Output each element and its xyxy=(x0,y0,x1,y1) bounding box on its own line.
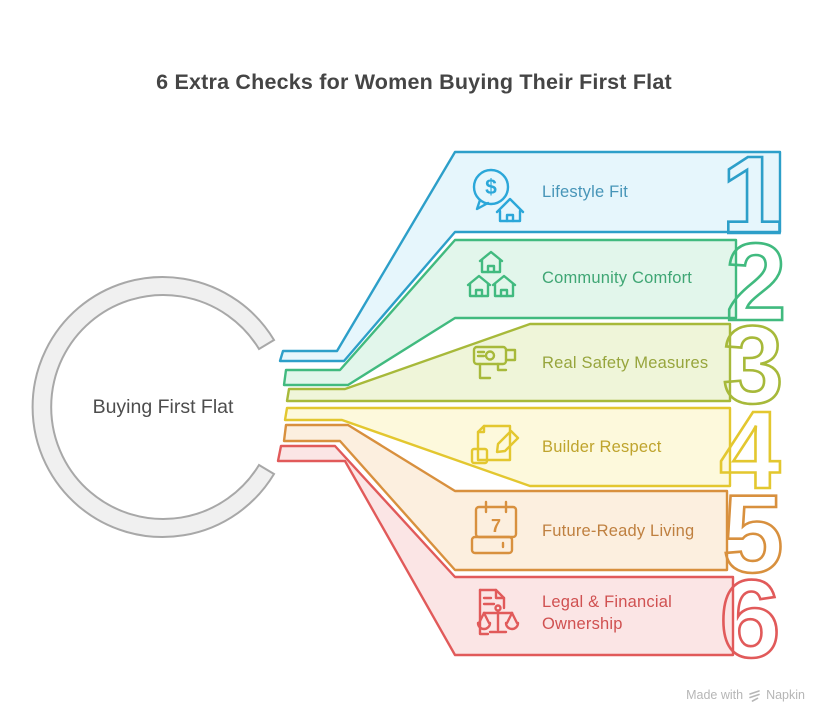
branch-label: Community Comfort xyxy=(542,269,692,287)
svg-text:7: 7 xyxy=(491,516,501,536)
dollar-chat-house-icon: $ xyxy=(472,168,525,223)
branch-label: Builder Respect xyxy=(542,438,662,456)
page-title: 6 Extra Checks for Women Buying Their Fi… xyxy=(156,70,672,94)
branch-number: 6 xyxy=(719,558,780,681)
branch-band-5 xyxy=(282,423,729,572)
branch-label: Future-Ready Living xyxy=(542,522,694,540)
made-with-napkin-watermark: Made with Napkin xyxy=(686,688,805,702)
center-topic-label: Buying First Flat xyxy=(93,396,234,418)
calendar-icon: 7 xyxy=(470,500,518,555)
branch-label: Legal & Financial xyxy=(542,593,672,611)
branch-number: 3 xyxy=(722,304,783,427)
houses-icon xyxy=(466,250,517,298)
branch-label: Lifestyle Fit xyxy=(542,183,628,201)
document-scales-icon xyxy=(476,588,520,636)
branch-number: 1 xyxy=(721,134,782,257)
branch-band-2 xyxy=(282,238,738,387)
center-ring xyxy=(31,276,276,538)
watermark-prefix: Made with xyxy=(686,688,744,702)
cctv-camera-icon xyxy=(472,345,517,380)
branch-number: 4 xyxy=(719,389,780,512)
svg-text:$: $ xyxy=(485,176,497,199)
branch-band-3 xyxy=(285,322,732,403)
branch-band-6 xyxy=(276,444,735,657)
branch-band-1 xyxy=(278,150,782,363)
napkin-logo-icon xyxy=(749,689,760,702)
contract-pen-icon xyxy=(470,424,520,465)
branch-number: 2 xyxy=(725,221,786,344)
branch-label-line2: Ownership xyxy=(542,615,623,633)
branch-label: Real Safety Measures xyxy=(542,354,708,372)
watermark-brand: Napkin xyxy=(766,688,805,702)
